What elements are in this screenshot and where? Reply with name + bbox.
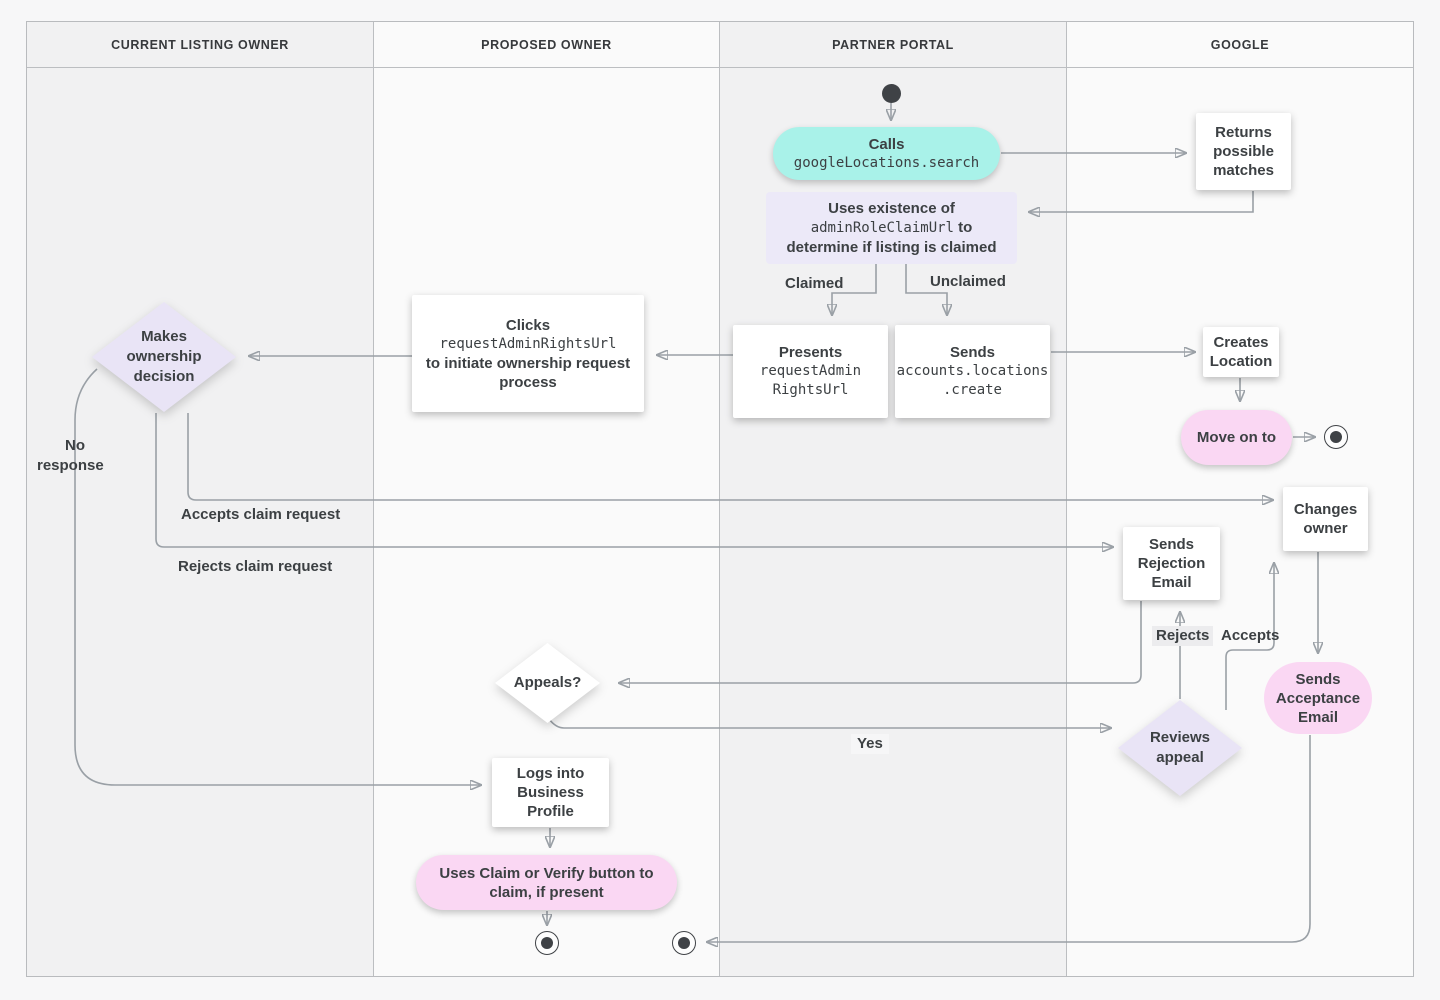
- edge-label-yes: Yes: [851, 734, 889, 754]
- clicks-request-admin-rights-node: Clicks requestAdminRightsUrl to initiate…: [412, 295, 644, 412]
- calls-code: googleLocations.search: [793, 154, 980, 171]
- makes-ownership-decision-shape: Makes ownership decision: [92, 302, 236, 412]
- end-node-dot: [541, 937, 553, 949]
- lane-header-google: GOOGLE: [1067, 22, 1413, 68]
- sends-rejection-email-label: Sends Rejection Email: [1137, 536, 1206, 591]
- changes-owner-node: Changes owner: [1283, 487, 1368, 551]
- edge-label-no-response-line2: response: [37, 457, 104, 474]
- appeals-diamond: Appeals?: [495, 643, 600, 723]
- calls-title: Calls: [868, 135, 905, 153]
- sends-rejection-email-node: Sends Rejection Email: [1123, 527, 1220, 600]
- edge-label-claimed: Claimed: [785, 275, 844, 292]
- uses-existence-line1: Uses existence of: [828, 200, 955, 217]
- start-node: [882, 84, 901, 103]
- sends-create-title: Sends: [949, 344, 995, 361]
- makes-ownership-decision-label: Makes ownership decision: [126, 328, 202, 385]
- uses-claim-or-verify-node: Uses Claim or Verify button to claim, if…: [416, 855, 677, 910]
- uses-existence-line3: determine if listing is claimed: [786, 239, 997, 256]
- clicks-title: Clicks: [505, 316, 551, 334]
- reviews-appeal-label: Reviews appeal: [1149, 729, 1211, 766]
- reviews-appeal-diamond: Reviews appeal: [1118, 700, 1242, 796]
- clicks-rest: to initiate ownership request process: [425, 354, 631, 391]
- edge-label-rejects: Rejects: [1152, 626, 1214, 646]
- calls-google-locations-search-node: Calls googleLocations.search: [773, 127, 1000, 180]
- lane-header-partner-portal: PARTNER PORTAL: [720, 22, 1066, 68]
- presents-code: requestAdmin RightsUrl: [759, 363, 862, 398]
- lane-current-listing-owner: CURRENT LISTING OWNER: [27, 22, 374, 976]
- uses-existence-suffix: to: [953, 219, 973, 236]
- uses-existence-code: adminRoleClaimUrl: [810, 220, 954, 236]
- end-node-proposed-owner: [535, 931, 559, 955]
- sends-accounts-locations-create-node: Sends accounts.locations .create: [895, 325, 1050, 418]
- sends-acceptance-email-label: Sends Acceptance Email: [1275, 670, 1361, 726]
- end-node-dot: [678, 937, 690, 949]
- clicks-code: requestAdminRightsUrl: [439, 335, 617, 352]
- end-node-google: [1324, 425, 1348, 449]
- appeals-label: Appeals?: [513, 674, 582, 691]
- end-node-dot: [1330, 431, 1342, 443]
- logs-into-business-profile-label: Logs into Business Profile: [516, 765, 585, 820]
- creates-location-node: Creates Location: [1203, 327, 1279, 377]
- lane-header-proposed-owner: PROPOSED OWNER: [374, 22, 719, 68]
- uses-claim-or-verify-label: Uses Claim or Verify button to claim, if…: [439, 864, 654, 901]
- move-on-to-label: Move on to: [1196, 429, 1277, 446]
- end-node-partner-portal: [672, 931, 696, 955]
- uses-existence-line2: adminRoleClaimUrl to: [811, 218, 973, 238]
- creates-location-label: Creates Location: [1209, 334, 1273, 370]
- makes-ownership-decision-diamond: Makes ownership decision: [92, 302, 236, 412]
- uses-existence-node: Uses existence of adminRoleClaimUrl to d…: [766, 192, 1017, 264]
- lane-proposed-owner: PROPOSED OWNER: [374, 22, 720, 976]
- edge-label-accepts: Accepts: [1221, 627, 1280, 644]
- appeals-shape: Appeals?: [495, 643, 600, 723]
- presents-request-admin-rights-node: Presents requestAdmin RightsUrl: [733, 325, 888, 418]
- changes-owner-label: Changes owner: [1293, 501, 1358, 537]
- presents-title: Presents: [778, 344, 843, 361]
- sends-create-code: accounts.locations .create: [896, 363, 1049, 398]
- edge-label-no-response-line1: No: [65, 437, 85, 454]
- edge-label-rejects-claim-request: Rejects claim request: [178, 558, 333, 575]
- returns-possible-matches-node: Returns possible matches: [1196, 113, 1291, 190]
- reviews-appeal-shape: Reviews appeal: [1118, 700, 1242, 796]
- returns-possible-matches-label: Returns possible matches: [1213, 124, 1274, 179]
- move-on-to-node: Move on to: [1181, 410, 1292, 465]
- edge-label-unclaimed: Unclaimed: [930, 273, 1006, 290]
- sends-acceptance-email-node: Sends Acceptance Email: [1264, 662, 1372, 734]
- logs-into-business-profile-node: Logs into Business Profile: [492, 758, 609, 827]
- lane-header-current-listing-owner: CURRENT LISTING OWNER: [27, 22, 373, 68]
- edge-label-accepts-claim-request: Accepts claim request: [181, 506, 341, 523]
